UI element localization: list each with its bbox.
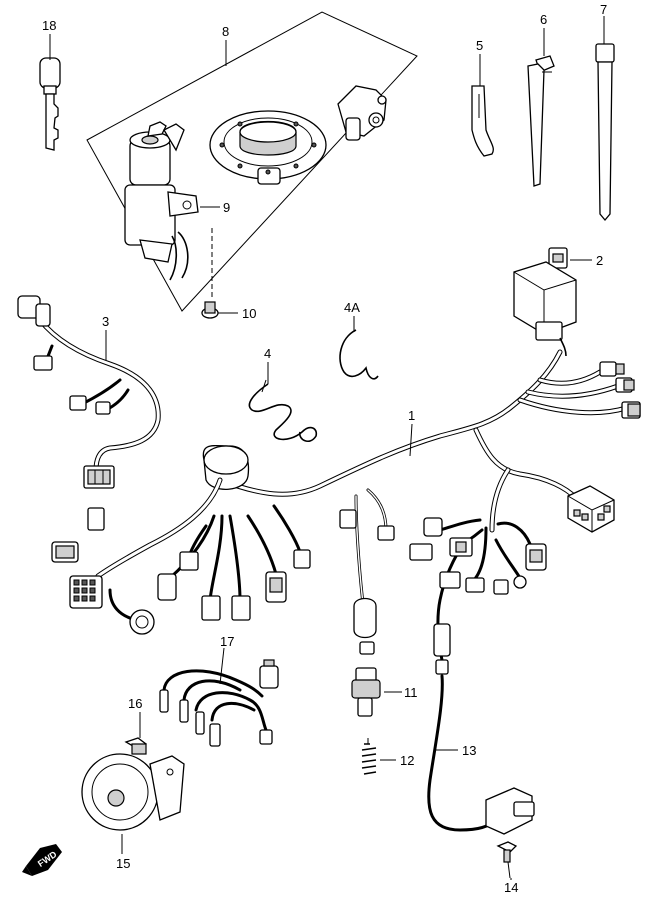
lower-right-connectors	[409, 485, 615, 595]
relay-unit	[513, 261, 577, 357]
leader-lines	[49, 16, 605, 880]
label-10: 10	[242, 306, 256, 321]
label-14: 14	[504, 880, 518, 895]
screw-part-10	[201, 228, 238, 319]
clip-part-4a	[339, 329, 379, 380]
screw-part-14	[496, 841, 518, 879]
label-15: 15	[116, 856, 130, 871]
main-wire-harness	[37, 317, 629, 662]
fuel-cap-part	[209, 110, 327, 185]
label-2: 2	[596, 253, 603, 268]
clamp-part-5	[471, 85, 494, 157]
label-6: 6	[540, 12, 547, 27]
spring-part-12	[361, 738, 396, 775]
label-11: 11	[404, 685, 418, 700]
part-labels: 18 8 9 10 5 6 7 2 3 4 4A 1 17 16 11 12 1…	[42, 2, 607, 895]
right-connectors	[599, 361, 641, 419]
fwd-arrow-icon: FWD	[22, 844, 62, 876]
sub-harness-part-17	[159, 647, 279, 747]
label-1: 1	[408, 408, 415, 423]
sensor-cable-part-13	[427, 623, 535, 835]
label-13: 13	[462, 743, 476, 758]
ignition-switch-part	[124, 121, 199, 281]
label-18: 18	[42, 18, 56, 33]
label-8: 8	[222, 24, 229, 39]
clamp-part-6	[527, 55, 555, 187]
label-5: 5	[476, 38, 483, 53]
seat-lock-part	[337, 85, 387, 141]
label-12: 12	[400, 753, 414, 768]
label-9: 9	[223, 200, 230, 215]
switch-part-11	[351, 597, 402, 717]
label-4a: 4A	[344, 300, 360, 315]
cable-tie-part	[595, 43, 615, 222]
label-7: 7	[600, 2, 607, 17]
label-17: 17	[220, 634, 234, 649]
horn-part	[81, 712, 185, 831]
key-part	[39, 57, 61, 151]
label-3: 3	[102, 314, 109, 329]
fuse-part	[548, 247, 592, 269]
left-connectors	[17, 295, 395, 635]
label-4: 4	[264, 346, 271, 361]
spring-clip-part	[248, 379, 318, 443]
label-16: 16	[128, 696, 142, 711]
